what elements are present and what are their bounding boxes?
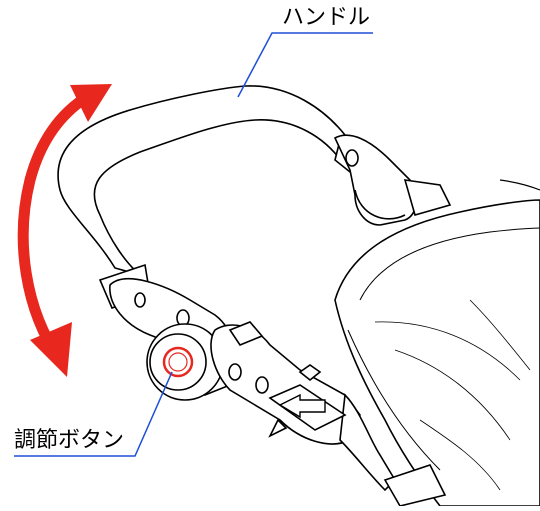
- adjust-button: [162, 346, 194, 378]
- handle-label: ハンドル: [282, 5, 371, 30]
- right-joint: [333, 134, 452, 226]
- handle-bar: [57, 85, 357, 309]
- double-headed-curved-arrow-icon: [17, 84, 112, 377]
- adjust-button-label: 調節ボタン: [14, 428, 125, 453]
- handle-leader-line: [237, 32, 373, 98]
- canopy: [334, 179, 540, 507]
- left-arrow-icon: [278, 393, 326, 419]
- leader-lines: [14, 32, 373, 457]
- button-leader-line: [14, 371, 173, 457]
